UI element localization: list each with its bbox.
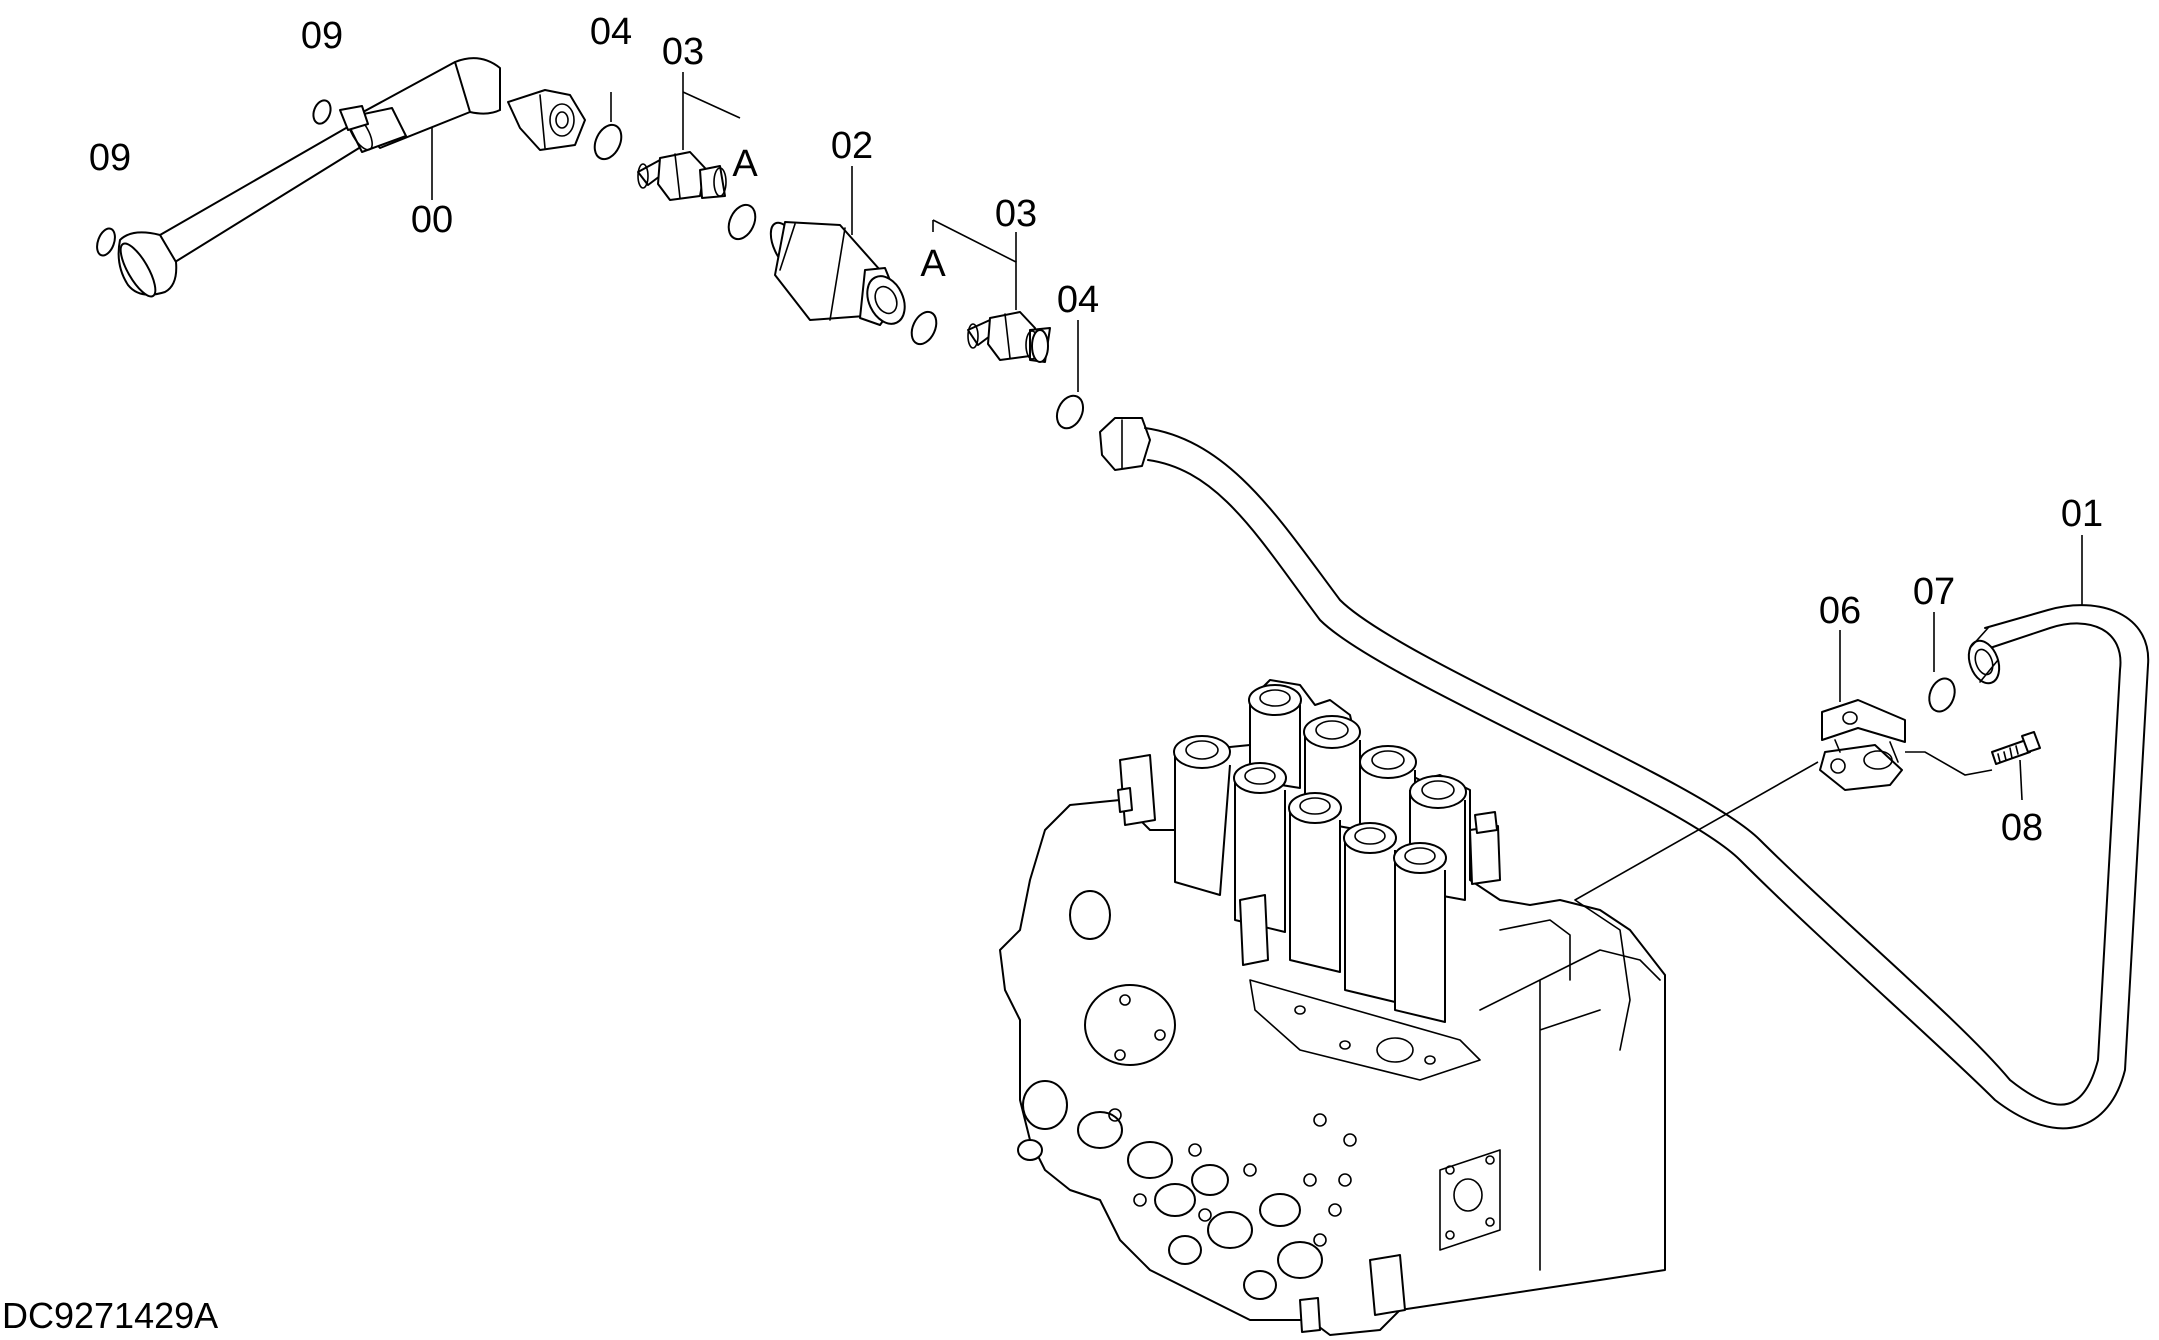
adapter-03-second bbox=[967, 311, 1051, 363]
callout-03-second: 03 bbox=[995, 193, 1037, 235]
o-ring-09-top bbox=[312, 99, 332, 125]
split-flange-06 bbox=[1819, 699, 1906, 791]
callout-03-top: 03 bbox=[662, 31, 704, 73]
adapter-03-top bbox=[637, 151, 727, 201]
callout-09-left: 09 bbox=[89, 137, 131, 179]
pipe-00 bbox=[117, 57, 586, 298]
o-ring-a-second bbox=[910, 310, 938, 346]
callout-01: 01 bbox=[2061, 493, 2103, 535]
callout-00: 00 bbox=[411, 199, 453, 241]
callout-04-second: 04 bbox=[1057, 279, 1099, 321]
control-valve bbox=[999, 679, 1666, 1336]
callout-09-top: 09 bbox=[301, 15, 343, 57]
spool-tower-7 bbox=[1288, 792, 1342, 973]
o-ring-04-top bbox=[593, 123, 623, 161]
callout-06: 06 bbox=[1819, 590, 1861, 632]
ref-a-top: A bbox=[732, 143, 758, 185]
coupling-02 bbox=[769, 221, 906, 326]
spool-tower-9 bbox=[1393, 842, 1447, 1023]
callout-02: 02 bbox=[831, 125, 873, 167]
callout-07: 07 bbox=[1913, 571, 1955, 613]
spool-tower-6 bbox=[1233, 762, 1287, 933]
o-ring-07 bbox=[1928, 677, 1956, 713]
pipe-01 bbox=[1099, 417, 2150, 1130]
spool-tower-1 bbox=[1173, 735, 1231, 896]
bolt-08 bbox=[1991, 731, 2041, 765]
o-ring-a-top bbox=[727, 203, 757, 241]
o-ring-04-second bbox=[1055, 394, 1085, 430]
o-ring-09-left bbox=[96, 227, 116, 257]
spool-tower-8 bbox=[1343, 822, 1397, 1003]
callout-04-top: 04 bbox=[590, 11, 632, 53]
pilot-cap-left bbox=[1017, 890, 1176, 1161]
callout-08: 08 bbox=[2001, 807, 2043, 849]
ref-a-second: A bbox=[920, 243, 946, 285]
drawing-code: DC9271429A bbox=[2, 1295, 218, 1336]
